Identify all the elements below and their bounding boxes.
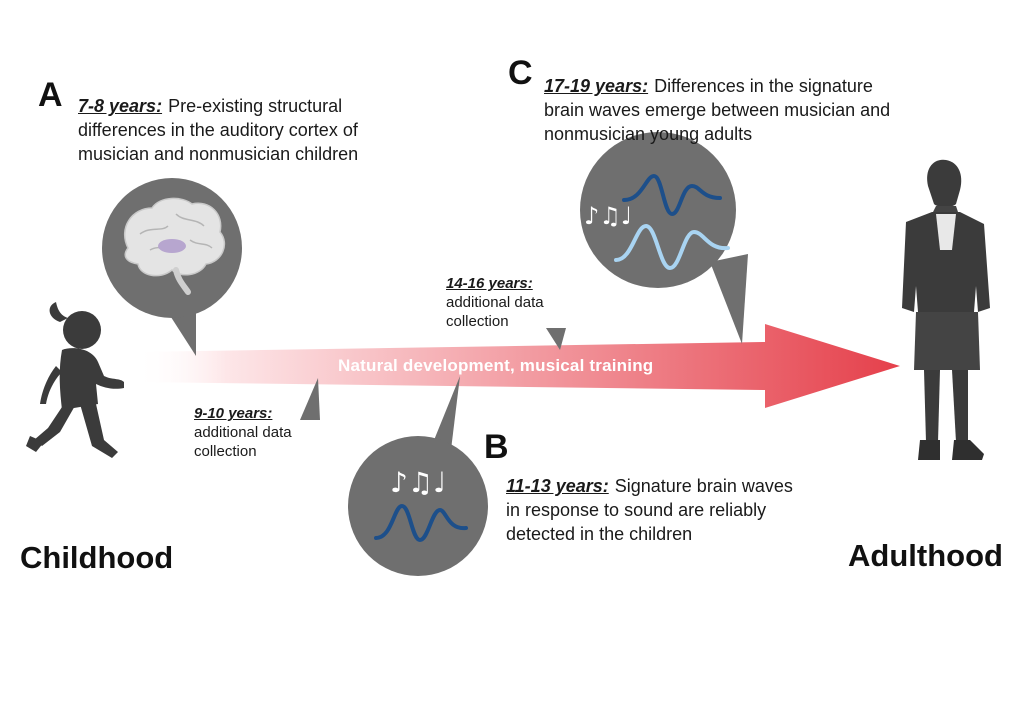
data-point-14-16-line-2: collection [446,313,509,330]
stage-adulthood: Adulthood [848,538,1003,573]
panel-a-age: 7-8 years: [78,96,163,116]
arrow-label: Natural development, musical training [338,356,654,375]
panel-c-line-3: nonmusician young adults [544,124,753,144]
data-point-14-16-age: 14-16 years: [446,275,533,292]
panel-letter-a: A [38,76,63,114]
data-point-9-10-line-1: additional data [194,424,292,441]
arrow-shape [135,324,900,408]
data-point-9-10-age: 9-10 years: [194,405,273,422]
panel-b-text: 11-13 years:Signature brain waves in res… [506,474,846,546]
panel-b-line-3: detected in the children [506,524,693,544]
panel-letter-c: C [508,54,533,92]
bubble-b-circle [348,436,488,576]
bubble-b-tail [430,376,460,458]
panel-b-line-1: Signature brain waves [614,476,793,496]
panel-c-line-2: brain waves emerge between musician and [544,100,891,120]
bubble-c-tail [710,254,748,344]
marker-9-10 [300,378,320,420]
panel-a-text: 7-8 years:Pre-existing structural differ… [78,94,438,166]
panel-b-age: 11-13 years: [506,476,609,496]
brain-wave-dark [622,173,722,217]
music-notes-icon-c: ♪♫♩ [584,202,633,230]
brain-wave-light [614,223,730,271]
data-point-9-10: 9-10 years: additional data collection [194,404,334,461]
panel-a-line-2: differences in the auditory cortex of [78,120,358,140]
data-point-9-10-line-2: collection [194,443,257,460]
brain-wave-icon [374,503,468,543]
data-point-14-16: 14-16 years: additional data collection [446,274,586,331]
stage-childhood: Childhood [20,540,174,575]
panel-a-line-3: musician and nonmusician children [78,144,359,164]
panel-letter-b: B [484,428,509,466]
data-point-14-16-line-1: additional data [446,294,544,311]
panel-c-line-1: Differences in the signature [654,76,873,96]
panel-a-line-1: Pre-existing structural [168,96,343,116]
panel-c-text: 17-19 years:Differences in the signature… [544,74,964,146]
bubble-c-circle [580,132,736,288]
panel-b-line-2: in response to sound are reliably [506,500,767,520]
marker-14-16 [546,328,566,350]
music-notes-icon-b: ♪♫♩ [390,466,447,499]
panel-c-age: 17-19 years: [544,76,649,96]
brain-icon [123,197,226,295]
